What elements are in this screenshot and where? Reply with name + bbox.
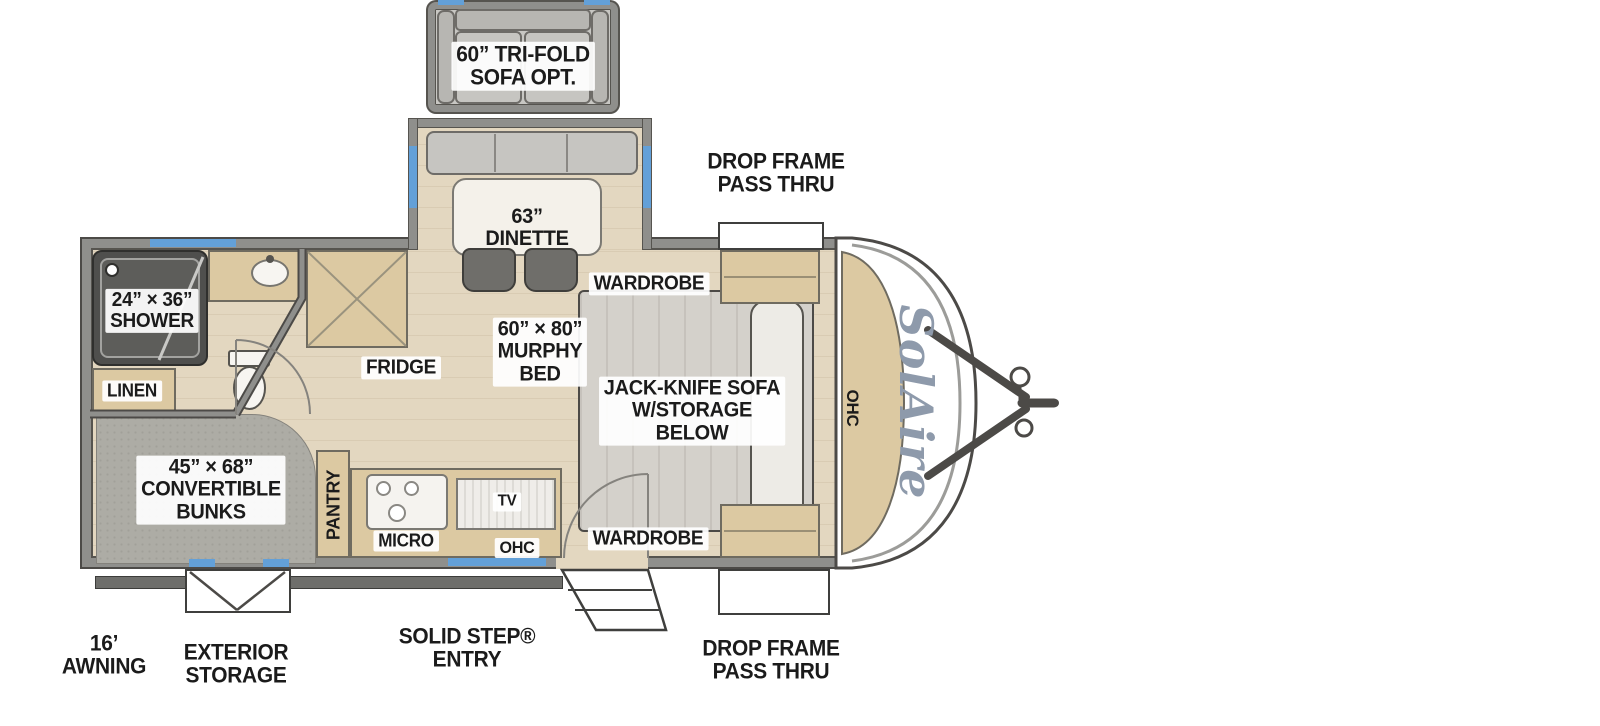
bench-divider <box>566 134 568 172</box>
wardrobe-bottom-label: WARDROBE <box>587 527 709 551</box>
toilet-tank <box>228 350 270 367</box>
window-accent <box>409 146 417 208</box>
ohc-kitchen-label: OHC <box>494 537 540 559</box>
wardrobe-top-label: WARDROBE <box>588 272 710 296</box>
tv-label: TV <box>492 492 522 512</box>
fridge-label: FRIDGE <box>361 356 441 380</box>
window-accent <box>448 558 546 566</box>
shower-label: 24” × 36” SHOWER <box>105 288 199 334</box>
trifold-sofa-label: 60” TRI-FOLD SOFA OPT. <box>451 41 595 91</box>
awning-label: 16’ AWNING <box>61 630 147 679</box>
pantry-label: PANTRY <box>323 469 344 541</box>
dinette-chair-right <box>524 248 578 292</box>
pantry-cabinet <box>316 450 350 558</box>
bunks-label: 45” × 68” CONVERTIBLE BUNKS <box>136 455 286 525</box>
window-accent <box>438 0 464 5</box>
ohc-front-label: OHC <box>843 389 863 427</box>
murphy-bed-label: 60” × 80” MURPHY BED <box>492 317 588 387</box>
fridge-box <box>306 250 408 348</box>
window-accent <box>150 239 236 247</box>
bathroom-sink <box>251 259 289 287</box>
hitch-icon <box>924 326 1059 480</box>
wardrobe-shelf-line <box>724 276 816 278</box>
dinette-chair-left <box>462 248 516 292</box>
window-accent <box>584 0 610 5</box>
exterior-storage-box <box>185 569 291 613</box>
dinette-label: 63” DINETTE <box>485 204 569 250</box>
jackknife-sofa-label: JACK-KNIFE SOFA W/STORAGE BELOW <box>599 376 785 446</box>
window-accent <box>643 146 651 208</box>
window-accent <box>263 559 289 567</box>
wardrobe-shelf-line <box>724 530 816 532</box>
trifold-sofa-back <box>455 9 591 31</box>
shower-head-icon <box>105 263 119 277</box>
entry-door-opening <box>556 556 648 569</box>
burner-icon <box>388 504 406 522</box>
entry-steps <box>559 568 668 632</box>
slideout-wall-top <box>408 118 652 128</box>
awning-bar <box>95 576 563 589</box>
linen-label: LINEN <box>102 380 162 402</box>
drop-frame-pass-thru-bottom <box>718 569 830 615</box>
drop-frame-pass-thru-top <box>718 222 824 250</box>
burner-icon <box>404 481 419 496</box>
toilet-bowl <box>233 366 266 410</box>
exterior-storage-label: EXTERIOR STORAGE <box>183 639 289 688</box>
burner-icon <box>376 481 391 496</box>
solid-step-entry-label: SOLID STEP® ENTRY <box>398 623 536 672</box>
faucet-icon <box>266 255 274 263</box>
bench-divider <box>494 134 496 172</box>
window-accent <box>189 559 215 567</box>
drop-frame-pass-thru-bottom-label: DROP FRAME PASS THRU <box>702 635 840 684</box>
brand-logo: SolAire <box>889 304 943 500</box>
drop-frame-pass-thru-top-label: DROP FRAME PASS THRU <box>707 148 845 197</box>
entry-step-treads <box>568 589 659 611</box>
dinette-bench <box>426 131 638 175</box>
micro-label: MICRO <box>373 530 439 552</box>
